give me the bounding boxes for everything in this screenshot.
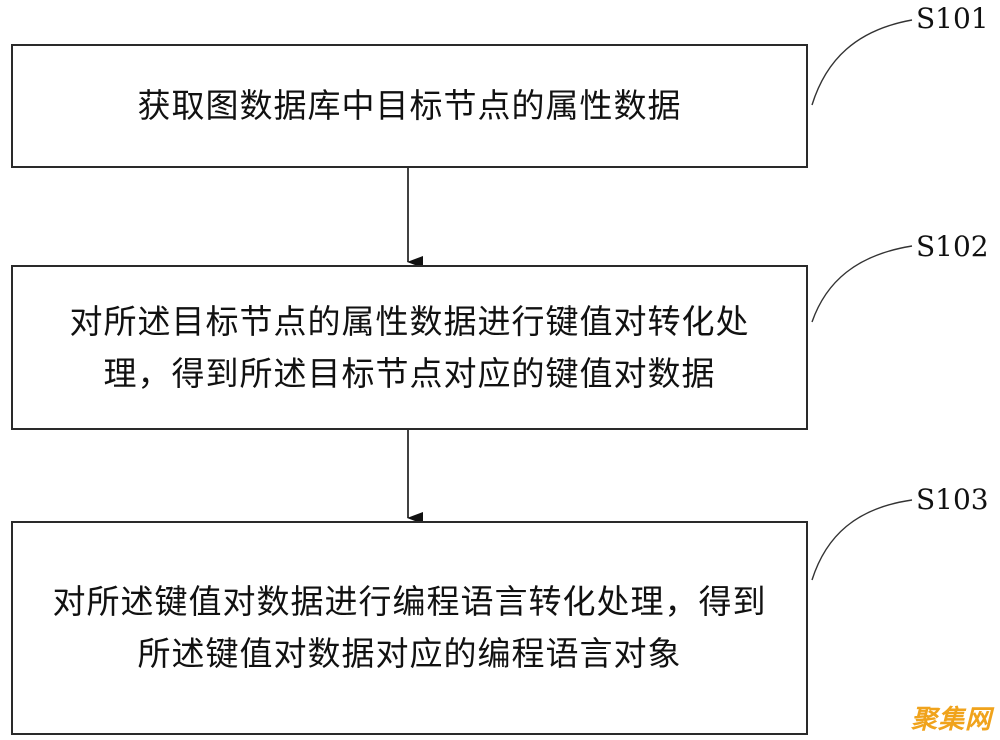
step-box-s101: 获取图数据库中目标节点的属性数据 [11,44,808,168]
step-box-s102: 对所述目标节点的属性数据进行键值对转化处理，得到所述目标节点对应的键值对数据 [11,265,808,430]
leader-line-s102 [811,245,913,323]
step-text-s101: 获取图数据库中目标节点的属性数据 [137,86,682,125]
step-text-s103: 对所述键值对数据进行编程语言转化处理，得到所述键值对数据对应的编程语言对象 [52,582,767,673]
step-text-s102: 对所述目标节点的属性数据进行键值对转化处理，得到所述目标节点对应的键值对数据 [69,301,750,393]
step-label-s101: S101 [916,2,989,35]
step-label-s102: S102 [916,230,989,263]
watermark-logo: 聚集网 [910,705,992,735]
leader-line-s103 [811,499,913,581]
leader-line-s101 [811,19,913,106]
step-box-s103: 对所述键值对数据进行编程语言转化处理，得到所述键值对数据对应的编程语言对象 [11,521,808,735]
step-label-s103: S103 [916,483,989,516]
